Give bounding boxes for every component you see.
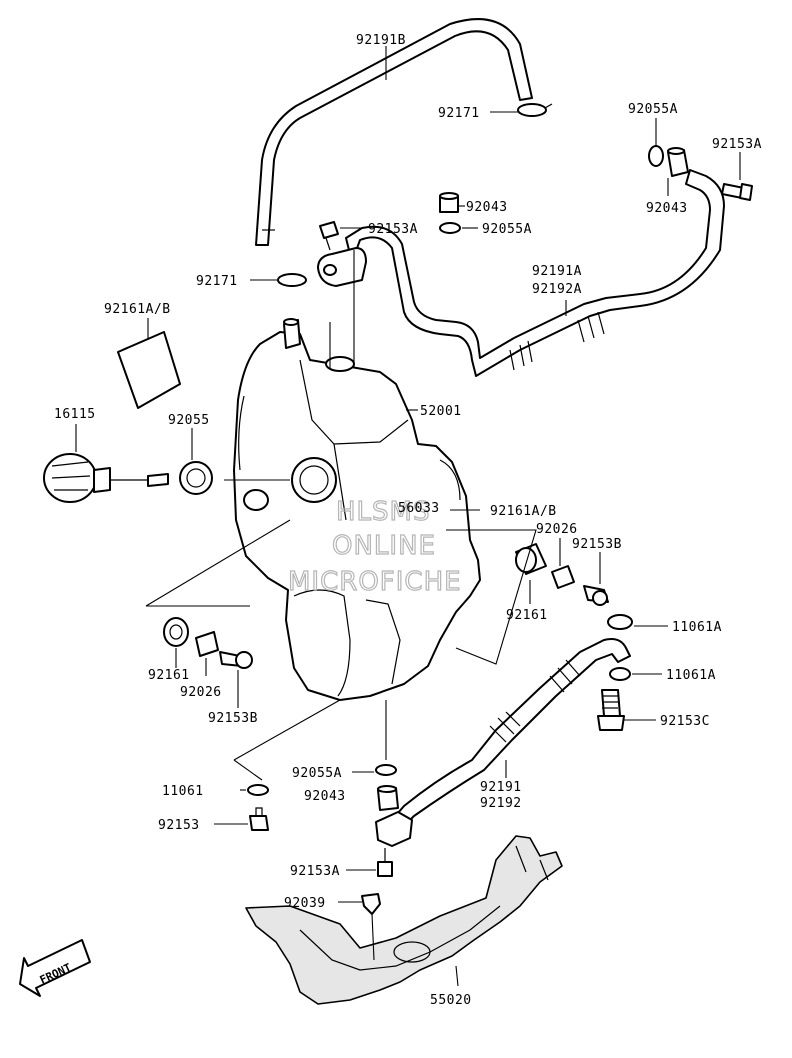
label-92161AB-left: 92161A/B: [104, 302, 171, 317]
fuel-tank-52001[interactable]: [233, 318, 481, 701]
bolt-92153C[interactable]: [597, 689, 625, 731]
label-92192: 92192: [480, 796, 522, 811]
collar-92026-right[interactable]: [551, 565, 575, 589]
label-92026-right: 92026: [536, 522, 578, 537]
label-56033: 56033: [398, 501, 440, 516]
collar-92043-mid[interactable]: [439, 192, 459, 213]
label-11061A-lower: 11061A: [666, 668, 716, 683]
label-92153B-left: 92153B: [208, 711, 258, 726]
gasket-92055A-bottom[interactable]: [375, 764, 397, 776]
label-52001: 52001: [420, 404, 462, 419]
label-16115: 16115: [54, 407, 96, 422]
vent-hose-92191A[interactable]: [345, 169, 725, 377]
label-92055A-top: 92055A: [628, 102, 678, 117]
hose-clip-92171-mid[interactable]: [277, 273, 307, 287]
label-92171-mid: 92171: [196, 274, 238, 289]
label-92039: 92039: [284, 896, 326, 911]
bolt-92153[interactable]: [249, 807, 269, 831]
collar-92026-left[interactable]: [195, 631, 219, 657]
label-sticker-92161AB[interactable]: [117, 331, 181, 409]
label-92191B: 92191B: [356, 33, 406, 48]
damper-92161-left[interactable]: [163, 617, 189, 647]
label-92161-left: 92161: [148, 668, 190, 683]
label-92043-mid: 92043: [466, 200, 508, 215]
breather-hose-92191B[interactable]: [255, 18, 533, 246]
svg-text:ONLINE: ONLINE: [332, 531, 436, 561]
svg-text:HLSMS: HLSMS: [336, 497, 430, 527]
label-92153B-right: 92153B: [572, 537, 622, 552]
skid-plate-55020[interactable]: [245, 835, 563, 1005]
gasket-92055A-top[interactable]: [648, 145, 664, 167]
damper-92161-right[interactable]: [515, 543, 547, 575]
watermark: HLSMS ONLINE MICROFICHE: [287, 496, 462, 597]
label-92171-top: 92171: [438, 106, 480, 121]
hose-clip-92171-top[interactable]: [517, 103, 553, 117]
fuel-cap-16115[interactable]: [43, 453, 169, 503]
label-92192A: 92192A: [532, 282, 582, 297]
label-55020: 55020: [430, 993, 472, 1008]
banjo-fitting-mid[interactable]: [317, 247, 367, 287]
label-92043-right: 92043: [646, 201, 688, 216]
label-92153A-bottom: 92153A: [290, 864, 340, 879]
label-92191A: 92191A: [532, 264, 582, 279]
label-92153: 92153: [158, 818, 200, 833]
gasket-11061A-lower[interactable]: [609, 667, 631, 681]
gasket-92055A-mid[interactable]: [439, 222, 461, 234]
gasket-92055[interactable]: [179, 461, 213, 495]
banjo-fitting-lower[interactable]: [375, 811, 413, 847]
label-92153C: 92153C: [660, 714, 710, 729]
collar-92043-bottom[interactable]: [377, 785, 399, 811]
bolt-92153B-right[interactable]: [583, 585, 609, 606]
label-92153A-topright: 92153A: [712, 137, 762, 152]
label-11061A-upper: 11061A: [672, 620, 722, 635]
washer-11061[interactable]: [247, 784, 269, 796]
svg-text:MICROFICHE: MICROFICHE: [288, 567, 462, 597]
label-92055A-bottom: 92055A: [292, 766, 342, 781]
bolt-92153A-topright[interactable]: [721, 183, 753, 201]
collar-92043-right[interactable]: [667, 147, 689, 177]
label-92161AB-right: 92161A/B: [490, 504, 557, 519]
label-92153A-mid: 92153A: [368, 222, 418, 237]
clip-92039[interactable]: [361, 893, 381, 915]
label-92161-right: 92161: [506, 608, 548, 623]
label-11061: 11061: [162, 784, 204, 799]
label-92055: 92055: [168, 413, 210, 428]
bolt-92153B-left[interactable]: [219, 651, 253, 669]
label-92043-bottom: 92043: [304, 789, 346, 804]
fuel-hose-92191[interactable]: [391, 638, 631, 829]
bolt-92153A-mid[interactable]: [319, 221, 339, 251]
label-92191: 92191: [480, 780, 522, 795]
label-92026-left: 92026: [180, 685, 222, 700]
front-arrow-icon: FRONT: [19, 939, 91, 997]
label-92055A-mid: 92055A: [482, 222, 532, 237]
gasket-11061A-upper[interactable]: [607, 614, 633, 630]
bolt-92153A-bottom[interactable]: [377, 848, 393, 877]
